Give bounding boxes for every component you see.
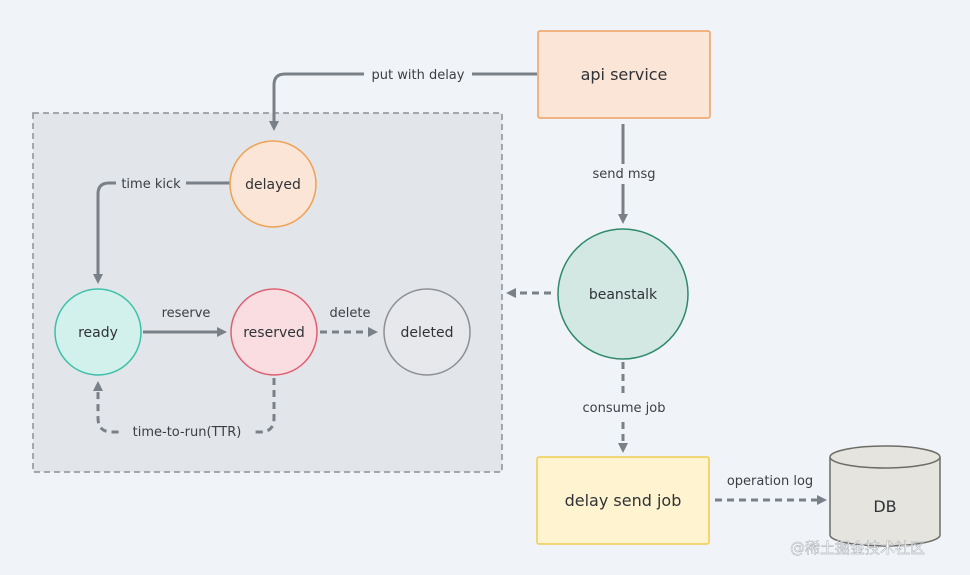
db-label: DB <box>873 497 896 516</box>
node-delay-send-job[interactable]: delay send job <box>536 456 710 545</box>
label-delete: delete <box>330 306 371 321</box>
node-reserved[interactable]: reserved <box>230 288 318 376</box>
reserved-label: reserved <box>243 325 305 341</box>
label-ttr: time-to-run(TTR) <box>133 425 242 440</box>
beanstalk-label: beanstalk <box>589 287 658 303</box>
edge-time-kick <box>93 181 230 284</box>
edge-put-with-delay <box>269 72 537 131</box>
deleted-label: deleted <box>401 325 454 341</box>
label-operation-log: operation log <box>727 474 813 489</box>
label-send-msg: send msg <box>592 167 655 182</box>
label-put-with-delay: put with delay <box>372 68 465 83</box>
delayed-label: delayed <box>245 177 301 193</box>
node-beanstalk[interactable]: beanstalk <box>557 228 689 360</box>
node-ready[interactable]: ready <box>54 288 142 376</box>
node-deleted[interactable]: deleted <box>383 288 471 376</box>
node-delayed[interactable]: delayed <box>229 140 317 228</box>
ready-label: ready <box>78 325 118 341</box>
label-consume-job: consume job <box>583 401 666 416</box>
delay-send-job-label: delay send job <box>565 491 682 510</box>
watermark-text: @稀土掘金技术社区 <box>790 539 925 557</box>
label-time-kick: time kick <box>121 177 181 192</box>
node-api-service[interactable]: api service <box>537 30 711 119</box>
api-service-label: api service <box>581 65 668 84</box>
edge-labels: put with delay time kick reserve delete … <box>116 65 813 489</box>
label-reserve: reserve <box>162 306 211 321</box>
node-db[interactable]: DB <box>829 445 941 547</box>
